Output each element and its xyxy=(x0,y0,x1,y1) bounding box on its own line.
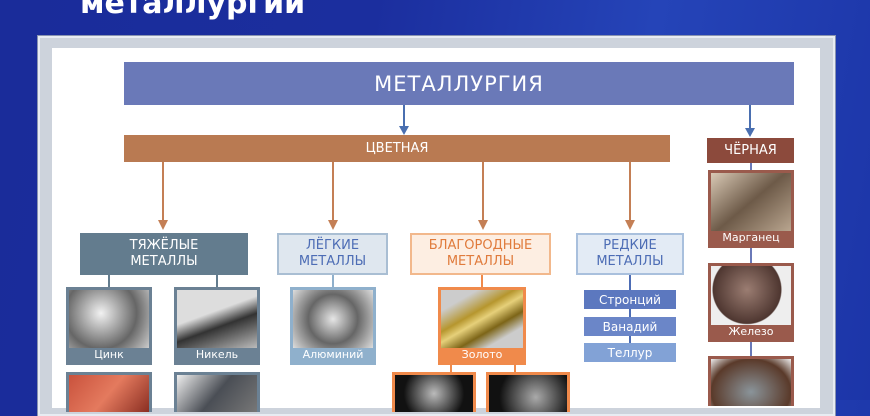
arrow-down-icon xyxy=(625,220,635,230)
connector xyxy=(481,275,483,287)
metallurgy-root: МЕТАЛЛУРГИЯ xyxy=(124,62,794,105)
rare-item-strontium: Стронций xyxy=(584,290,676,309)
arrow-down-icon xyxy=(745,128,755,137)
image-copper xyxy=(66,372,152,412)
connector xyxy=(162,162,164,222)
image-aluminium: Алюминий xyxy=(290,287,376,365)
category-label: МЕТАЛЛЫ xyxy=(446,254,515,269)
image-caption: Цинк xyxy=(69,348,149,362)
connector xyxy=(403,105,405,129)
image-zinc: Цинк xyxy=(66,287,152,365)
nonferrous-branch: ЦВЕТНАЯ xyxy=(124,135,670,162)
category-label: МЕТАЛЛЫ xyxy=(130,254,198,269)
category-label: ЛЁГКИЕ xyxy=(305,238,360,253)
connector xyxy=(514,365,516,373)
arrow-down-icon xyxy=(399,126,409,135)
category-label: МЕТАЛЛЫ xyxy=(298,254,367,269)
connector xyxy=(450,365,452,373)
image-caption: Марганец xyxy=(711,231,791,245)
connector xyxy=(482,162,484,222)
connector xyxy=(332,275,334,287)
connector xyxy=(332,162,334,222)
image-nickel: Никель xyxy=(174,287,260,365)
image-caption: Железо xyxy=(711,325,791,339)
category-label: МЕТАЛЛЫ xyxy=(596,254,664,269)
connector xyxy=(749,105,751,131)
category-label: РЕДКИЕ xyxy=(603,238,657,253)
image-platinum xyxy=(486,372,570,412)
image-caption: Золото xyxy=(441,348,523,362)
category-label: ТЯЖЁЛЫЕ xyxy=(129,238,199,253)
connector xyxy=(216,275,218,287)
arrow-down-icon xyxy=(478,220,488,230)
arrow-down-icon xyxy=(328,220,338,230)
image-gold: Золото xyxy=(438,287,526,365)
image-caption: Алюминий xyxy=(293,348,373,362)
arrow-down-icon xyxy=(158,220,168,230)
image-lead xyxy=(174,372,260,412)
connector xyxy=(629,162,631,222)
ferrous-branch: ЧЁРНАЯ xyxy=(707,138,794,163)
category-label: БЛАГОРОДНЫЕ xyxy=(428,238,533,253)
image-caption: Никель xyxy=(177,348,257,362)
rare-item-vanadium: Ванадий xyxy=(584,317,676,336)
slide-title: металлургии xyxy=(80,0,306,21)
image-ferrous-powder xyxy=(708,356,794,406)
rare-item-tellurium: Теллур xyxy=(584,343,676,362)
connector xyxy=(629,275,631,345)
connector xyxy=(108,275,110,287)
image-silver xyxy=(392,372,476,412)
image-iron: Железо xyxy=(708,263,794,342)
image-manganese: Марганец xyxy=(708,170,794,248)
